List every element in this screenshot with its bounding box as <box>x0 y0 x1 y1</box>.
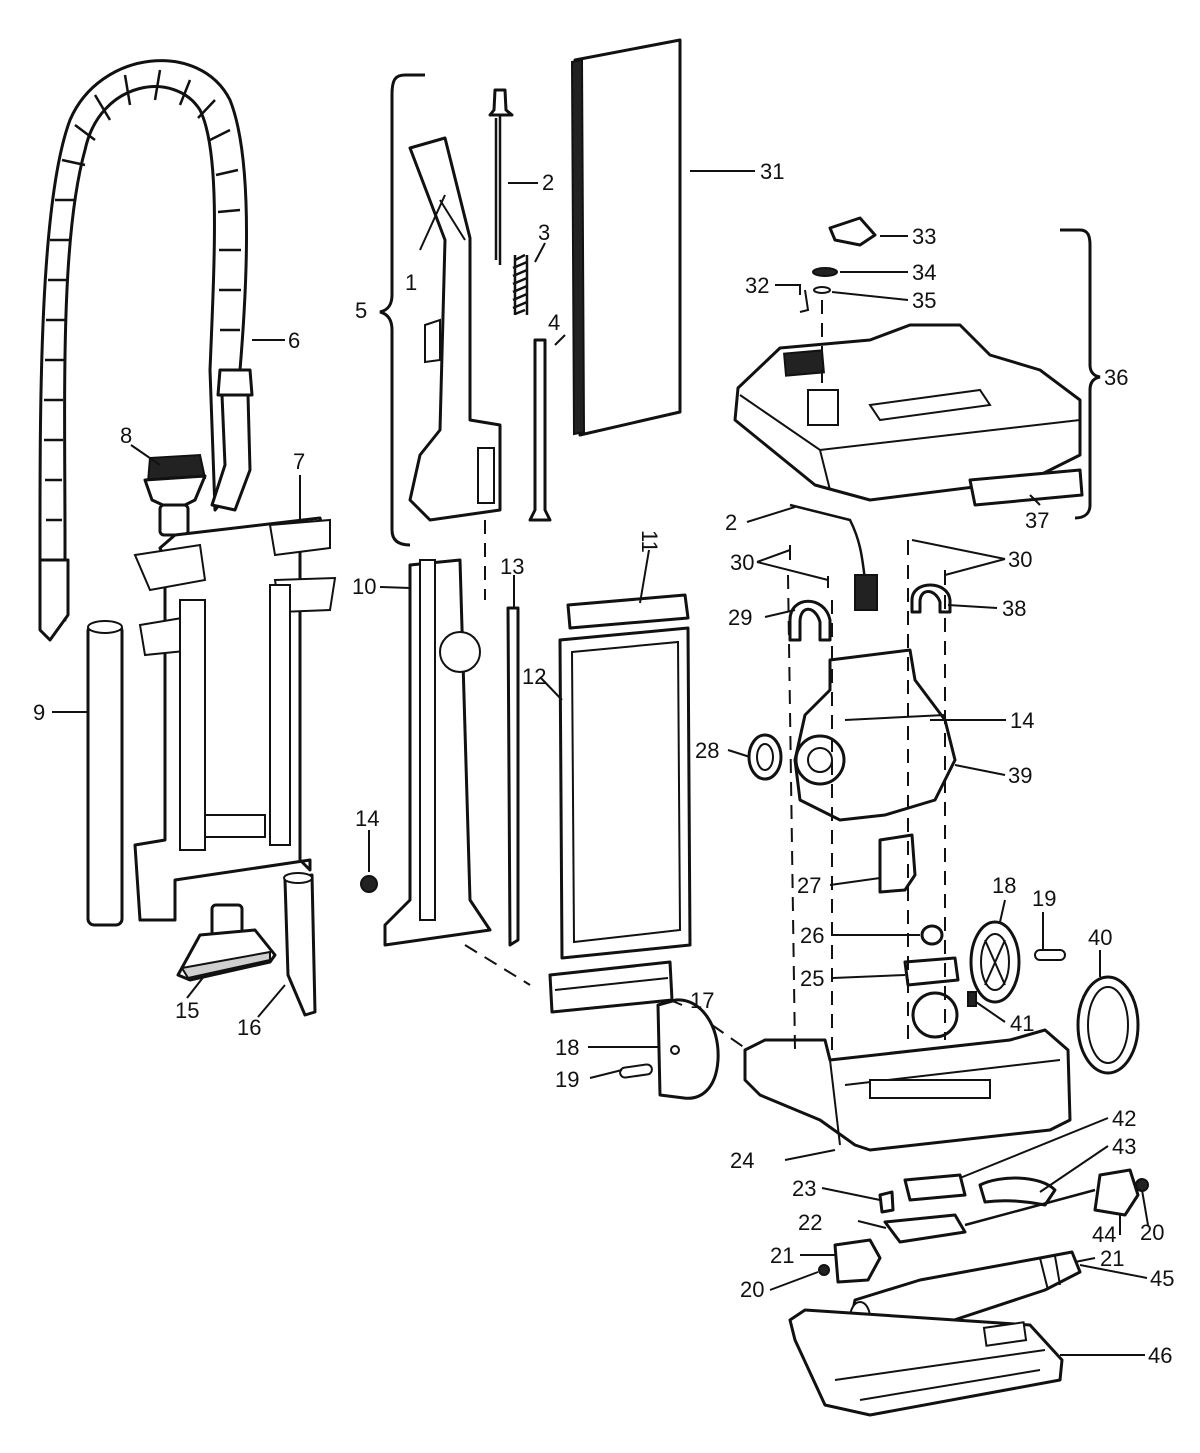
callout-43: 43 <box>1112 1134 1136 1159</box>
callout-11: 11 <box>637 530 662 553</box>
callout-12: 12 <box>522 664 546 689</box>
rear-wheel-right-part <box>969 920 1066 1004</box>
clamps-part <box>788 583 952 642</box>
base-part <box>743 991 1072 1152</box>
callout-13: 13 <box>500 554 524 579</box>
callout-19-right: 19 <box>1032 886 1056 911</box>
cord-rod-part <box>506 606 520 947</box>
callout-2-upper: 2 <box>542 170 554 195</box>
handle-part <box>408 136 502 522</box>
cord-lower-part <box>789 503 878 611</box>
callout-33: 33 <box>912 224 936 249</box>
callout-18-left: 18 <box>555 1035 579 1060</box>
motor-bracket-part <box>878 833 917 894</box>
rod-part <box>528 338 552 522</box>
callout-45: 45 <box>1150 1266 1174 1291</box>
callout-44: 44 <box>1092 1222 1116 1247</box>
assembly-lines <box>464 300 946 1051</box>
upholstery-tool-part <box>176 903 277 982</box>
callout-5: 5 <box>355 298 367 323</box>
bag-housing-part <box>383 558 492 947</box>
motor-part <box>793 648 957 822</box>
dusting-brush-part <box>143 453 207 537</box>
seal-ring-part <box>747 733 783 781</box>
callout-21-right: 21 <box>1100 1246 1124 1271</box>
callout-30-left: 30 <box>730 550 754 575</box>
callout-29: 29 <box>728 605 752 630</box>
clip-part <box>967 991 977 1007</box>
callout-22: 22 <box>798 1210 822 1235</box>
callout-2-lower: 2 <box>725 510 737 535</box>
callout-14-right: 14 <box>1010 708 1034 733</box>
bag-door-part <box>570 38 682 437</box>
callout-20-left: 20 <box>740 1277 764 1302</box>
callout-42: 42 <box>1112 1106 1136 1131</box>
callout-39: 39 <box>1008 763 1032 788</box>
callout-34: 34 <box>912 260 936 285</box>
rear-wheel-left-part <box>619 998 720 1100</box>
callout-38: 38 <box>1002 596 1026 621</box>
callout-labels: 1 2 3 4 5 6 7 8 9 10 11 12 13 14 15 16 1… <box>33 159 1174 1368</box>
callout-4: 4 <box>548 310 560 335</box>
callout-3: 3 <box>538 220 550 245</box>
bracket-36 <box>1060 228 1101 520</box>
callout-21-left: 21 <box>770 1243 794 1268</box>
bag-base-part <box>548 960 674 1014</box>
callout-10: 10 <box>352 574 376 599</box>
switch-parts <box>799 216 877 313</box>
callout-30-right: 30 <box>1008 547 1032 572</box>
end-cap-left-part <box>818 1238 882 1284</box>
callout-31: 31 <box>760 159 784 184</box>
callout-7: 7 <box>293 449 305 474</box>
callout-15: 15 <box>175 998 199 1023</box>
latch-part <box>878 1190 967 1244</box>
screws-part <box>789 540 946 588</box>
callout-25: 25 <box>800 966 824 991</box>
hood-trim-part <box>968 468 1084 507</box>
callout-46: 46 <box>1148 1343 1172 1368</box>
bracket-5 <box>379 73 425 547</box>
hose-part <box>38 59 254 642</box>
bag-top-part <box>566 593 690 630</box>
callout-35: 35 <box>912 288 936 313</box>
callout-9: 9 <box>33 700 45 725</box>
crevice-tool-part <box>283 872 317 1017</box>
hood-part <box>733 323 1082 502</box>
extension-wand-part <box>86 620 124 927</box>
callout-32: 32 <box>745 273 769 298</box>
bag-part <box>558 626 692 960</box>
callout-27: 27 <box>797 873 821 898</box>
callout-26: 26 <box>800 923 824 948</box>
callout-36: 36 <box>1104 365 1128 390</box>
callout-40: 40 <box>1088 925 1112 950</box>
callout-16: 16 <box>237 1015 261 1040</box>
leader-lines <box>52 170 1149 1356</box>
callout-41: 41 <box>1010 1011 1034 1036</box>
bottom-plate-part <box>788 1308 1064 1417</box>
pedal-part <box>903 956 960 987</box>
callout-6: 6 <box>288 328 300 353</box>
callout-14-left: 14 <box>355 806 379 831</box>
cord-upper-part <box>488 88 514 265</box>
callout-18-right: 18 <box>992 873 1016 898</box>
end-cap-right-part <box>1093 1168 1149 1217</box>
callout-1: 1 <box>405 270 417 295</box>
callout-19-left: 19 <box>555 1067 579 1092</box>
knob-part <box>920 924 944 946</box>
callout-37: 37 <box>1025 508 1049 533</box>
callout-8: 8 <box>120 423 132 448</box>
callout-20-right: 20 <box>1140 1220 1164 1245</box>
callout-23: 23 <box>792 1176 816 1201</box>
belt-part <box>903 1173 1057 1207</box>
spring-part <box>512 253 529 316</box>
callout-17: 17 <box>690 988 714 1013</box>
tire-part <box>1076 975 1140 1075</box>
shaft-part <box>964 1188 1096 1227</box>
callout-24: 24 <box>730 1148 754 1173</box>
rear-body-part <box>133 516 337 922</box>
callout-28: 28 <box>695 738 719 763</box>
screw-left-part <box>360 875 378 893</box>
